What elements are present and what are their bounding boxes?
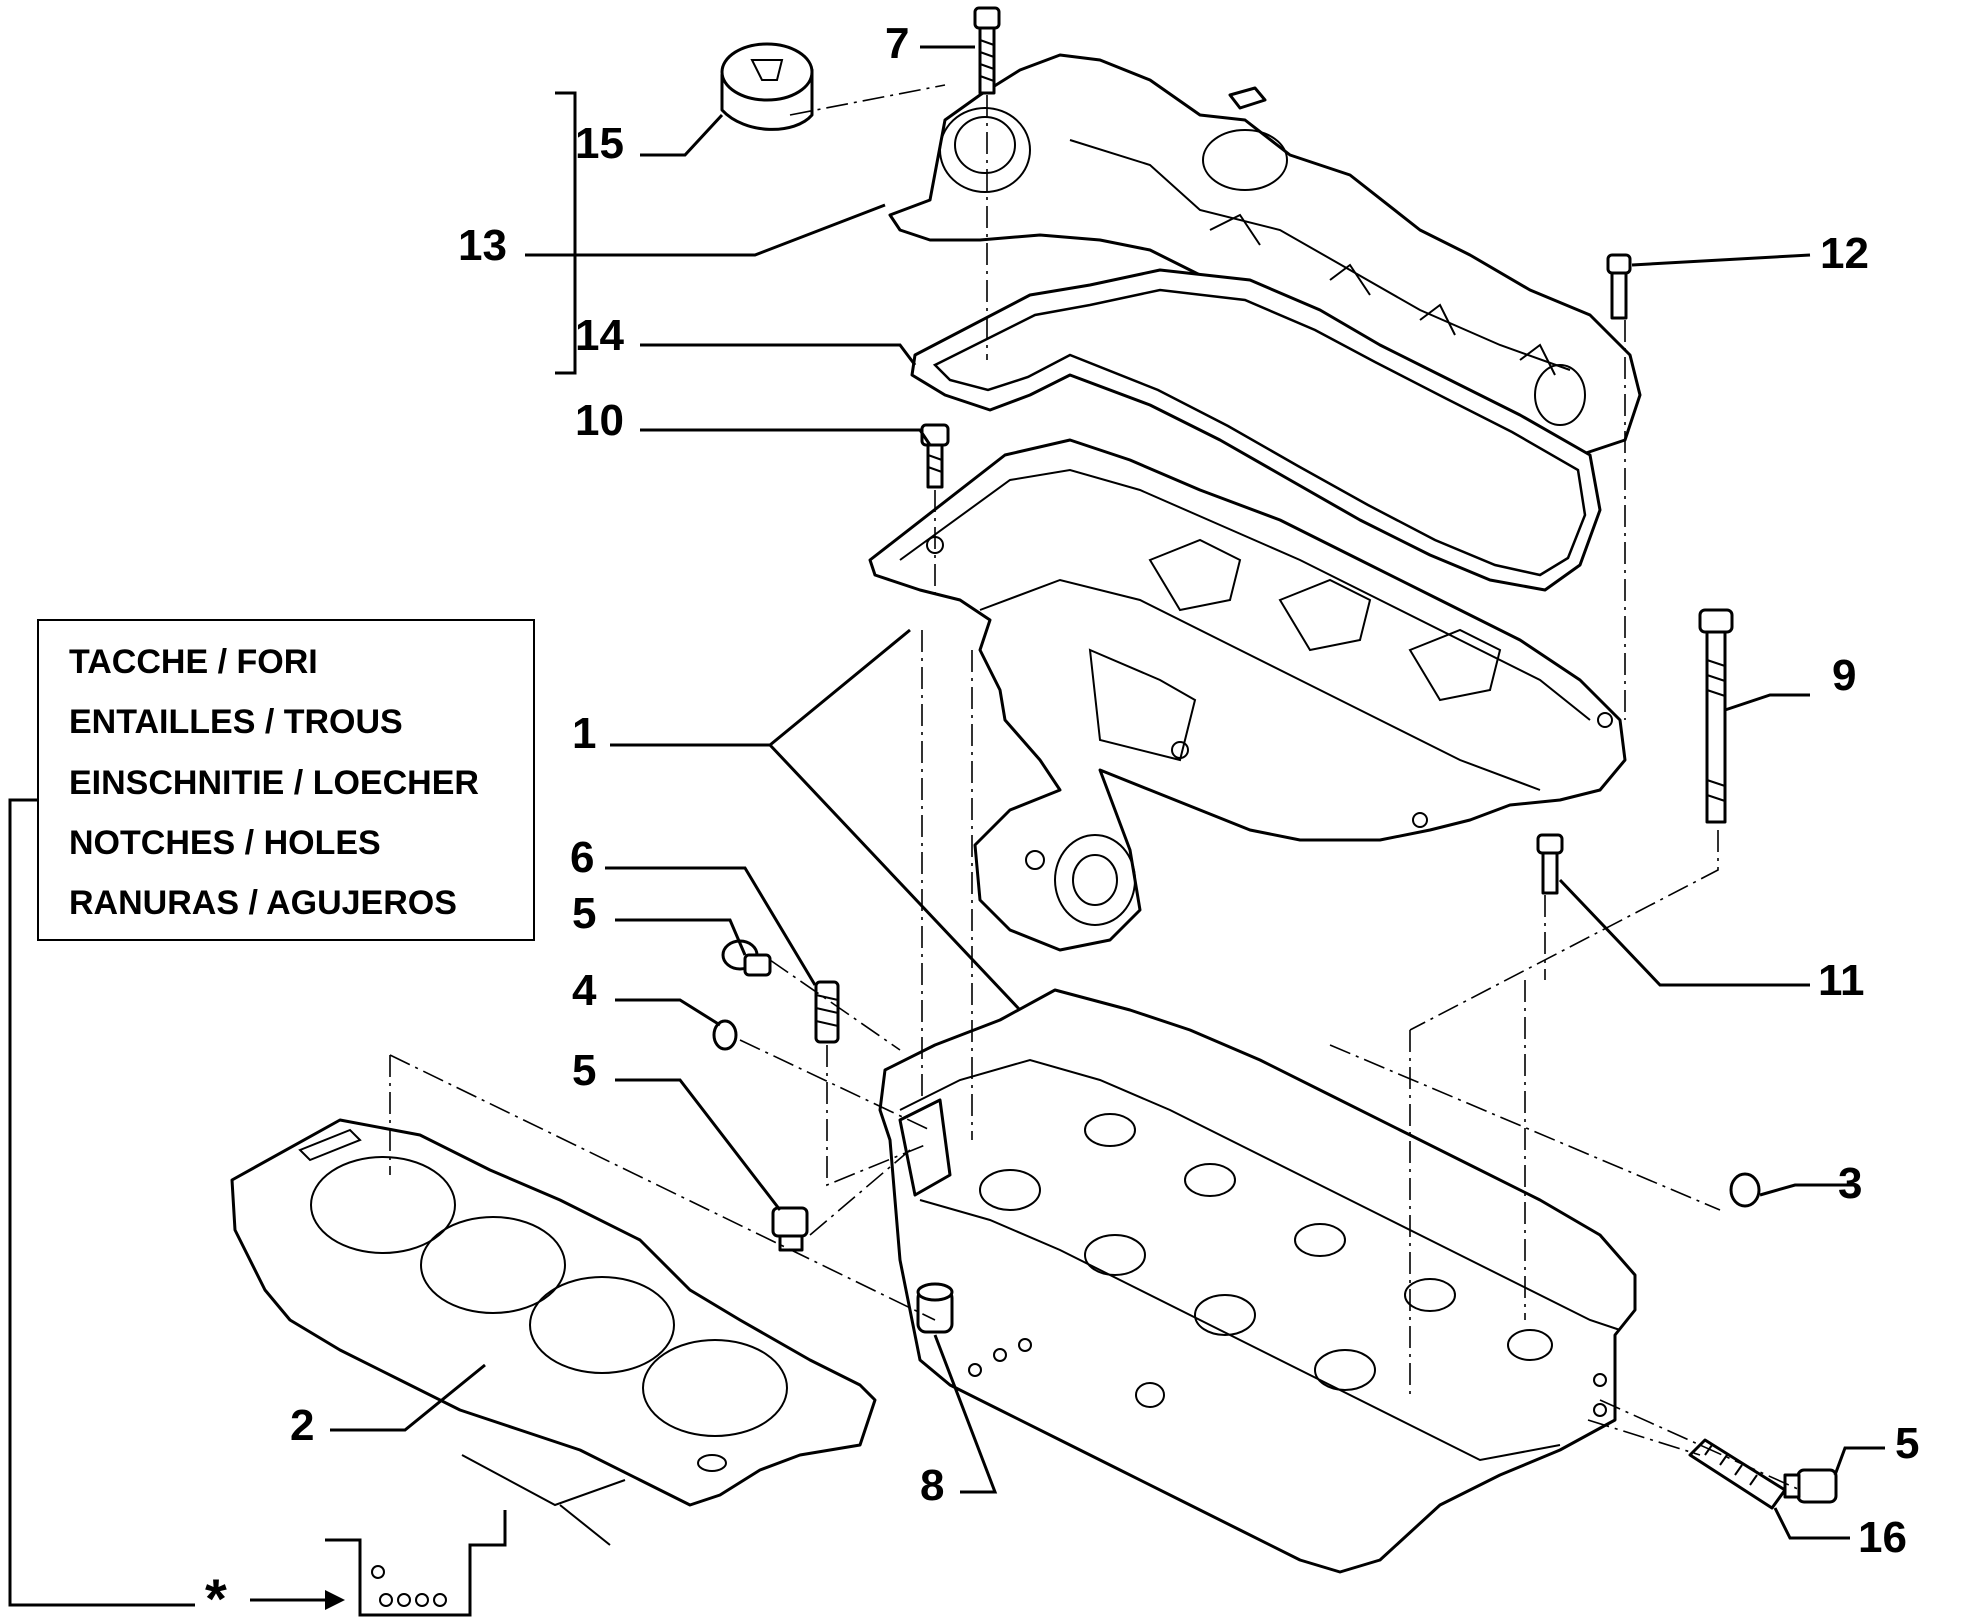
- callout-5a: 5: [572, 889, 596, 938]
- dowel-8: [916, 1282, 954, 1334]
- seal-ring-4: [712, 1019, 738, 1051]
- callout-12: 12: [1820, 229, 1869, 278]
- asterisk-marker: *: [205, 1567, 227, 1618]
- plug-5-right: [1783, 1468, 1838, 1504]
- callout-5b: 5: [572, 1046, 596, 1095]
- bolt-11: [1536, 833, 1564, 895]
- callout-7: 7: [885, 19, 909, 68]
- callout-10: 10: [575, 396, 624, 445]
- callout-13: 13: [458, 221, 507, 270]
- cylinder-head-cover: [888, 53, 1642, 457]
- cylinder-head: [878, 988, 1637, 1574]
- plug-5-upper: [721, 939, 772, 977]
- callout-15: 15: [575, 119, 624, 168]
- bolt-10: [920, 423, 950, 489]
- callout-numbers: 7 15 13 12 14 10 9 1 6 5 4 11 5 3 2 5 8 …: [290, 19, 1919, 1562]
- stud-16: [1688, 1438, 1787, 1510]
- callout-16: 16: [1858, 1513, 1907, 1562]
- callout-4: 4: [572, 966, 597, 1015]
- seal-ring-3: [1729, 1172, 1761, 1208]
- cover-gasket: [910, 268, 1602, 592]
- legend-line-spanish: RANURAS / AGUJEROS: [69, 884, 457, 922]
- callout-3: 3: [1838, 1159, 1862, 1208]
- callout-6: 6: [570, 833, 594, 882]
- leader-lines: [330, 45, 1885, 1540]
- legend-line-english: NOTCHES / HOLES: [69, 824, 381, 862]
- bolt-12: [1606, 253, 1632, 320]
- manifold-carrier: [868, 438, 1627, 952]
- stud-9: [1698, 608, 1734, 824]
- plug-5-middle: [771, 1206, 809, 1252]
- callout-11: 11: [1818, 956, 1865, 1005]
- callout-5c: 5: [1895, 1419, 1919, 1468]
- legend-line-italian: TACCHE / FORI: [69, 643, 318, 681]
- callout-8: 8: [920, 1461, 944, 1510]
- alignment-lines: [389, 84, 1801, 1491]
- notch-detail: *: [8, 798, 626, 1618]
- oil-filler-cap: [720, 42, 814, 131]
- bolt-7: [973, 6, 1001, 95]
- stud-6: [814, 980, 840, 1044]
- callout-2: 2: [290, 1401, 314, 1450]
- callout-14: 14: [575, 311, 624, 360]
- callout-9: 9: [1832, 651, 1856, 700]
- head-gasket: [230, 1118, 877, 1507]
- legend-line-german: EINSCHNITIE / LOECHER: [69, 764, 479, 802]
- legend-line-french: ENTAILLES / TROUS: [69, 703, 403, 741]
- callout-1: 1: [572, 709, 596, 758]
- notch-legend-box: TACCHE / FORI ENTAILLES / TROUS EINSCHNI…: [37, 619, 535, 941]
